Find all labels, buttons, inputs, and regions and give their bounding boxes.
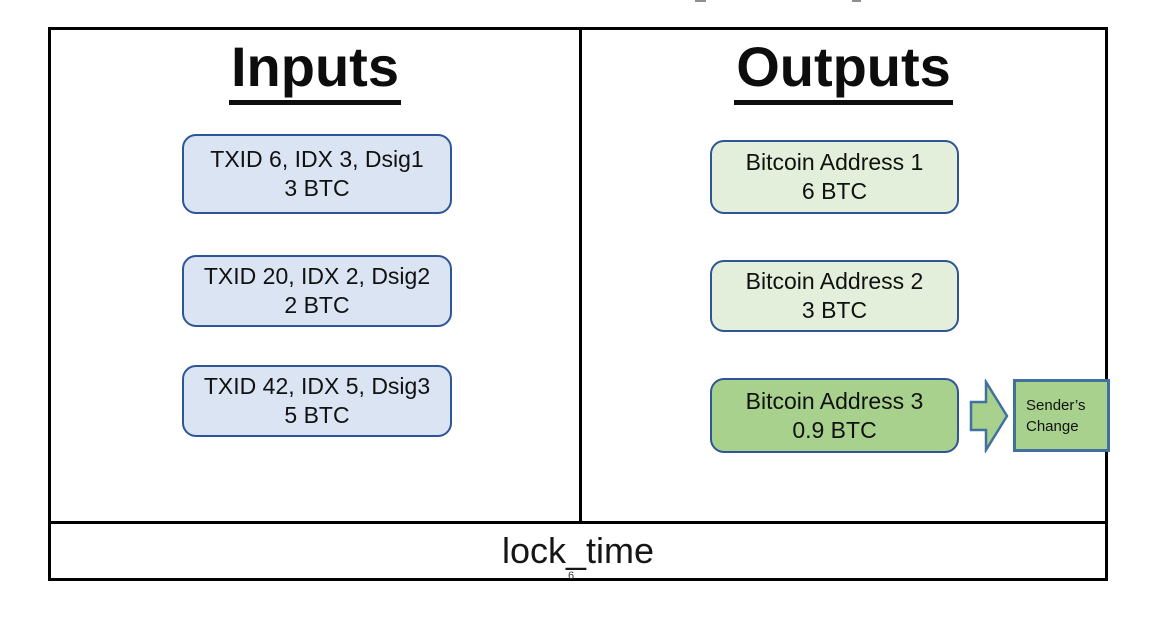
clipped-text-artifact [852,0,861,2]
output-box-1: Bitcoin Address 1 6 BTC [710,140,959,214]
input-box-2-line1: TXID 20, IDX 2, Dsig2 [203,263,431,290]
outputs-heading-text: Outputs [734,37,953,105]
inputs-heading-text: Inputs [229,37,401,105]
outputs-column: Outputs Bitcoin Address 1 6 BTC Bitcoin … [582,30,1105,521]
transaction-table: Inputs TXID 6, IDX 3, Dsig1 3 BTC TXID 2… [48,27,1108,581]
output-box-3-line1: Bitcoin Address 3 [745,387,924,414]
inputs-outputs-row: Inputs TXID 6, IDX 3, Dsig1 3 BTC TXID 2… [51,30,1105,521]
right-block-arrow-icon [969,379,1009,453]
input-box-1-line1: TXID 6, IDX 3, Dsig1 [210,146,424,173]
input-box-3: TXID 42, IDX 5, Dsig3 5 BTC [182,365,452,437]
lock-time-label: lock_time [501,530,655,571]
inputs-heading: Inputs [51,37,579,105]
input-box-2: TXID 20, IDX 2, Dsig2 2 BTC [182,255,452,327]
lock-time-row: lock_time [51,521,1105,578]
input-box-3-line2: 5 BTC [284,402,350,428]
output-box-1-line2: 6 BTC [801,178,868,204]
input-box-3-line1: TXID 42, IDX 5, Dsig3 [203,373,431,400]
output-box-3: Bitcoin Address 3 0.9 BTC [710,378,959,453]
output-box-1-line1: Bitcoin Address 1 [745,149,924,176]
input-box-1-line2: 3 BTC [284,175,350,201]
senders-change-line2: Change [1026,417,1079,435]
outputs-heading: Outputs [582,37,1105,105]
input-box-2-line2: 2 BTC [284,292,350,318]
senders-change-line1: Sender’s [1026,396,1086,414]
output-box-2-line2: 3 BTC [801,297,868,323]
page-number: 6 [568,570,575,582]
output-box-2: Bitcoin Address 2 3 BTC [710,260,959,332]
output-box-2-line1: Bitcoin Address 2 [745,268,924,295]
input-box-1: TXID 6, IDX 3, Dsig1 3 BTC [182,134,452,214]
output-box-3-line2: 0.9 BTC [792,416,877,443]
senders-change-box: Sender’s Change [1013,379,1110,452]
clipped-text-artifact [695,0,706,2]
inputs-column: Inputs TXID 6, IDX 3, Dsig1 3 BTC TXID 2… [51,30,582,521]
